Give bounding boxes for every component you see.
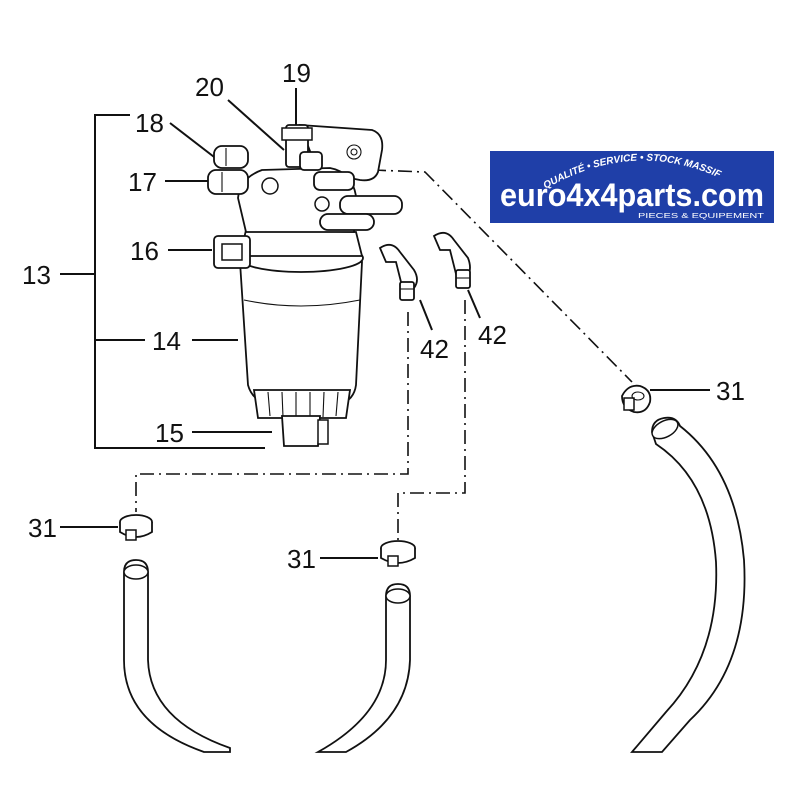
fuel-filter-assembly <box>207 124 403 447</box>
callout-31-middle: 31 <box>287 544 316 574</box>
logo-main-text: euro4x4parts.com <box>500 177 764 213</box>
callout-42-left: 42 <box>420 334 449 364</box>
hose-left <box>123 559 231 753</box>
elbow-fitting-42-right <box>432 231 471 289</box>
logo-background <box>490 151 774 223</box>
callout-20: 20 <box>195 72 224 102</box>
callout-16: 16 <box>130 236 159 266</box>
hose-middle <box>314 583 411 753</box>
callout-31-left: 31 <box>28 513 57 543</box>
euro4x4parts-logo: QUALITÉ • SERVICE • STOCK MASSIF euro4x4… <box>490 151 774 223</box>
assembly-bracket-13 <box>60 114 265 449</box>
leader-lines <box>60 88 710 559</box>
hose-clamp-31-right <box>621 384 652 414</box>
callout-19: 19 <box>282 58 311 88</box>
callout-18: 18 <box>135 108 164 138</box>
routing-dashed-lines <box>135 169 633 540</box>
callout-14: 14 <box>152 326 181 356</box>
callout-13: 13 <box>22 260 51 290</box>
hose-clamp-31-left <box>119 514 153 541</box>
callout-15: 15 <box>155 418 184 448</box>
hose-right <box>630 416 746 753</box>
hose-clamp-31-middle <box>380 540 416 567</box>
callout-31-right: 31 <box>716 376 745 406</box>
callout-42-right: 42 <box>478 320 507 350</box>
logo-tagline-bottom: PIECES & EQUIPEMENT <box>638 213 765 220</box>
callout-17: 17 <box>128 167 157 197</box>
elbow-fitting-42-left <box>378 243 418 301</box>
